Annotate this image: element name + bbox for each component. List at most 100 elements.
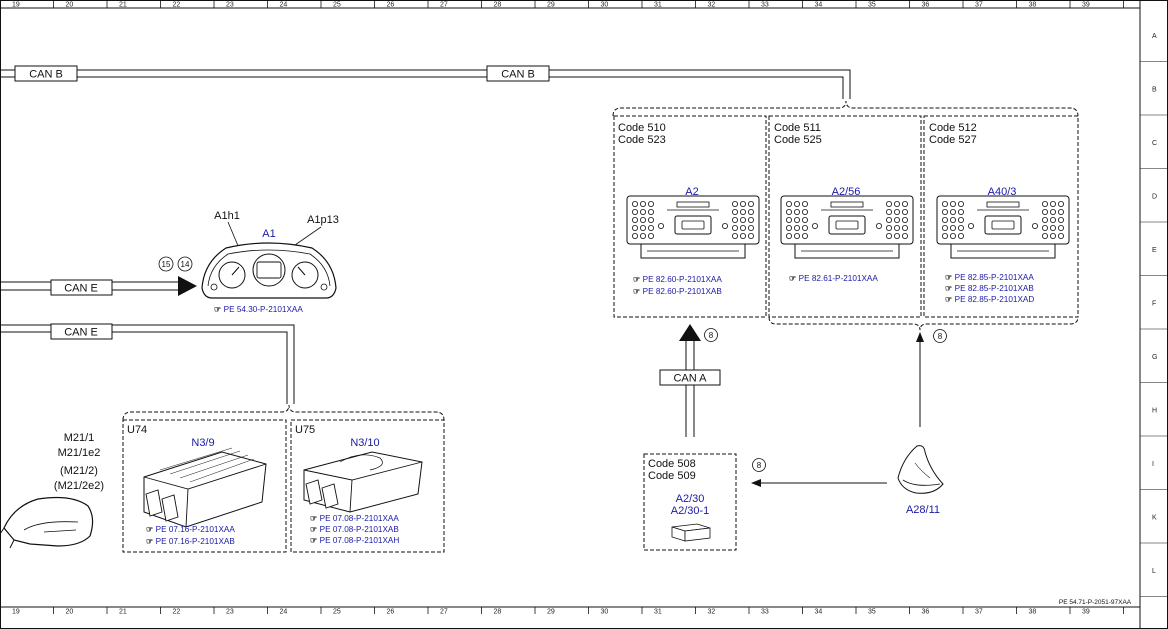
grid-row-label: A <box>1152 33 1157 40</box>
mirror-label-1: M21/1 <box>64 432 95 444</box>
grid-column-label: 32 <box>708 2 716 9</box>
grid-row-label: E <box>1152 247 1157 254</box>
radio-2: Code 511 Code 525 A2/56 ☞ PE 82.61-P-210… <box>774 122 914 283</box>
u74-id: N3/9 <box>191 437 214 449</box>
radio-unit-icon <box>626 195 760 259</box>
grid-row-label: B <box>1152 86 1157 93</box>
tuner-box-icon <box>671 523 711 542</box>
cluster-id: A1 <box>262 228 275 240</box>
grid-column-label: 24 <box>280 2 288 9</box>
grid-column-label: 26 <box>387 2 395 9</box>
grid-column-label: 36 <box>922 609 930 616</box>
radio-unit-icon <box>936 195 1070 259</box>
shark-fin-antenna-icon <box>897 445 944 494</box>
u75-ref-3: ☞ PE 07.08-P-2101XAH <box>310 536 399 545</box>
ecu-module-icon <box>303 451 423 513</box>
radio-group-boxes <box>613 115 1079 331</box>
antenna-feed: 8 8 <box>751 329 947 487</box>
grid-column-label: 23 <box>226 2 234 9</box>
grid-column-label: 28 <box>494 2 502 9</box>
radio-3-code-2: Code 527 <box>929 134 977 146</box>
grid-row-label: D <box>1152 193 1157 200</box>
instrument-cluster: A1h1 A1p13 A1 ☞ PE 54.30-P-2101XAA <box>201 210 339 314</box>
grid-column-label: 25 <box>333 2 341 9</box>
grid-column-label: 21 <box>119 609 127 616</box>
grid-column-label: 28 <box>494 609 502 616</box>
u74-ref-2: ☞ PE 07.16-P-2101XAB <box>146 537 235 546</box>
grid-column-label: 39 <box>1082 609 1090 616</box>
grid-row-label: C <box>1152 140 1157 147</box>
can-a-bus: CAN A 8 <box>659 324 721 437</box>
grid-column-label: 20 <box>66 2 74 9</box>
radio-3: Code 512 Code 527 A40/3 ☞ PE 82.85-P-210… <box>929 122 1070 304</box>
can-b-label-left: CAN B <box>29 69 63 81</box>
u75-ref-1: ☞ PE 07.08-P-2101XAA <box>310 514 399 523</box>
radio-1-id: A2 <box>685 186 698 198</box>
grid-column-label: 24 <box>280 609 288 616</box>
grid-column-label: 27 <box>440 609 448 616</box>
cluster-part-2: A1p13 <box>307 214 339 226</box>
radio-3-ref-3: ☞ PE 82.85-P-2101XAD <box>945 295 1034 304</box>
grid-column-label: 34 <box>815 609 823 616</box>
grid-column-label: 29 <box>547 2 555 9</box>
grid-column-label: 21 <box>119 2 127 9</box>
grid-column-label: 35 <box>868 609 876 616</box>
radio-3-ref-1: ☞ PE 82.85-P-2101XAA <box>945 273 1034 282</box>
radio-1-code-2: Code 523 <box>618 134 666 146</box>
side-mirror-icon <box>0 496 94 549</box>
grid-column-label: 26 <box>387 609 395 616</box>
radio-box-3 <box>923 115 1079 318</box>
u74-code: U74 <box>127 424 147 436</box>
tuner-id-1: A2/30 <box>676 493 705 505</box>
tuner-module: Code 508 Code 509 A2/30 A2/30-1 <box>643 453 737 551</box>
grid-column-label: 27 <box>440 2 448 9</box>
mirror-label-3: (M21/2) <box>60 465 98 477</box>
radio-3-id: A40/3 <box>988 186 1017 198</box>
grid-column-label: 32 <box>708 609 716 616</box>
ecu-module-icon <box>143 447 267 528</box>
grid-column-label: 37 <box>975 609 983 616</box>
grid-column-label: 22 <box>173 2 181 9</box>
exterior-mirror: M21/1 M21/1e2 (M21/2) (M21/2e2) <box>0 432 104 549</box>
cluster-ref: ☞ PE 54.30-P-2101XAA <box>214 305 303 314</box>
grid-row-label: K <box>1152 514 1157 521</box>
grid-column-label: 23 <box>226 609 234 616</box>
antenna: A28/11 <box>897 445 944 516</box>
grid-column-label: 33 <box>761 2 769 9</box>
grid-column-label: 34 <box>815 2 823 9</box>
radio-2-code-2: Code 525 <box>774 134 822 146</box>
radio-2-id: A2/56 <box>832 186 861 198</box>
grid-row-label: L <box>1152 568 1156 575</box>
grid-column-label: 19 <box>12 609 20 616</box>
can-b-label-right: CAN B <box>501 69 535 81</box>
grid-column-label: 22 <box>173 609 181 616</box>
radio-2-ref-1: ☞ PE 82.61-P-2101XAA <box>789 274 878 283</box>
grid-column-label: 37 <box>975 2 983 9</box>
radio-3-ref-2: ☞ PE 82.85-P-2101XAB <box>945 284 1034 293</box>
circle-8-tuner: 8 <box>757 461 762 470</box>
tuner-code-2: Code 509 <box>648 470 696 482</box>
control-unit-u75: U75 N3/10 ☞ PE 07.08-P-2101XAA ☞ PE 07.0… <box>290 419 445 553</box>
mirror-label-2: M21/1e2 <box>58 447 101 459</box>
radio-1: Code 510 Code 523 A2 ☞ PE 82.60-P-2101XA… <box>618 122 760 296</box>
grid-column-label: 30 <box>601 2 609 9</box>
can-e-label-1: CAN E <box>64 283 98 295</box>
grid-column-label: 29 <box>547 609 555 616</box>
grid-row-label: F <box>1152 300 1156 307</box>
grid-row-label: I <box>1152 461 1154 468</box>
circle-15: 15 <box>162 260 171 269</box>
can-e-bus-2: CAN E <box>0 323 445 421</box>
tuner-code-1: Code 508 <box>648 458 696 470</box>
circle-14: 14 <box>181 260 190 269</box>
u75-ref-2: ☞ PE 07.08-P-2101XAB <box>310 525 399 534</box>
radio-unit-icon <box>780 195 914 259</box>
tuner-id-2: A2/30-1 <box>671 505 710 517</box>
can-a-label: CAN A <box>673 373 707 385</box>
grid-column-label: 38 <box>1029 609 1037 616</box>
can-e-bus-1: CAN E 15 14 <box>0 256 197 296</box>
